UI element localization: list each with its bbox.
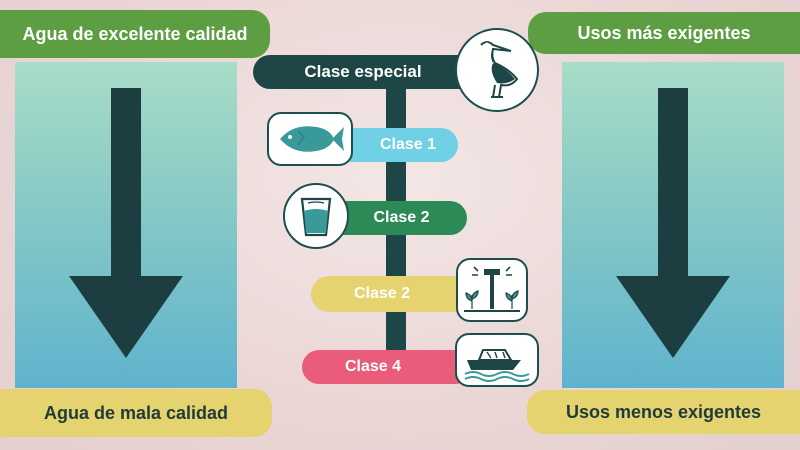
poor-quality-label: Agua de mala calidad: [0, 389, 272, 437]
left-quality-column: [15, 62, 237, 388]
class-2-irrigation-bar: Clase 2: [311, 276, 483, 312]
most-demanding-uses-label: Usos más exigentes: [528, 12, 800, 54]
down-arrow-right-icon: [616, 88, 730, 358]
class-4-bar: Clase 4: [302, 350, 472, 384]
least-demanding-uses-label: Usos menos exigentes: [527, 390, 800, 434]
right-usage-column: [562, 62, 784, 388]
boat-icon: [455, 333, 539, 387]
class-especial-bar: Clase especial: [253, 55, 483, 89]
down-arrow-left-icon: [69, 88, 183, 358]
class-1-bar: Clase 1: [336, 128, 458, 162]
irrigation-icon: [456, 258, 528, 322]
fish-icon: [267, 112, 353, 166]
class-2-drinking-bar: Clase 2: [326, 201, 467, 235]
heron-icon: [455, 28, 539, 112]
excellent-quality-label: Agua de excelente calidad: [0, 10, 270, 58]
water-glass-icon: [283, 183, 349, 249]
